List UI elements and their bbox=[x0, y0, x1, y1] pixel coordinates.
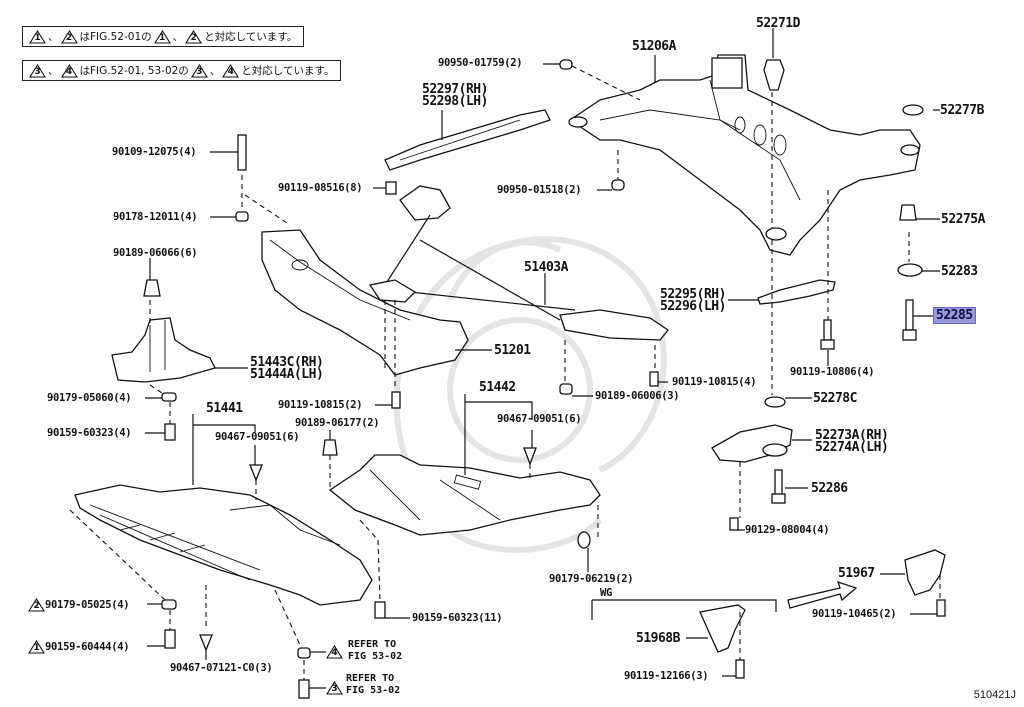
part-label-90950-01759[interactable]: 90950-01759(2) bbox=[438, 57, 523, 69]
callout-triangle-icon: 2 bbox=[185, 29, 203, 44]
bracket-51967[interactable] bbox=[904, 549, 946, 596]
part-label-51403A[interactable]: 51403A bbox=[524, 260, 568, 275]
part-label-51442[interactable]: 51442 bbox=[479, 380, 516, 395]
callout-triangle-icon: 1 bbox=[28, 640, 45, 654]
part-label-52286[interactable]: 52286 bbox=[811, 481, 848, 496]
front-fender-bracket-51443C[interactable] bbox=[111, 317, 216, 383]
part-label-51968B[interactable]: 51968B bbox=[636, 631, 680, 646]
part-label-90109-12075[interactable]: 90109-12075(4) bbox=[112, 146, 197, 158]
bracket-51968B[interactable] bbox=[699, 604, 746, 653]
part-label-90119-12166[interactable]: 90119-12166(3) bbox=[624, 670, 709, 682]
front-crossmember-51201[interactable] bbox=[261, 229, 469, 376]
part-label-52297-52298[interactable]: 52297(RH) 52298(LH) bbox=[422, 82, 488, 109]
part-label-52271D[interactable]: 52271D bbox=[756, 16, 800, 31]
engine-under-cover-51442[interactable] bbox=[328, 454, 601, 536]
part-label-51206A[interactable]: 51206A bbox=[632, 39, 676, 54]
part-label-90189-06006[interactable]: 90189-06006(3) bbox=[595, 390, 680, 402]
part-label-90178-12011[interactable]: 90178-12011(4) bbox=[113, 211, 198, 223]
part-label-90179-06219[interactable]: 90179-06219(2) bbox=[549, 573, 634, 585]
note-callout-1-2: 1 、 2 はFIG.52-01の 1 、 2 と対応しています。 bbox=[22, 26, 305, 47]
rear-brace-52295[interactable] bbox=[757, 279, 836, 305]
part-label-52273A-52274A[interactable]: 52273A(RH) 52274A(LH) bbox=[815, 428, 889, 455]
part-label-90129-08004[interactable]: 90129-08004(4) bbox=[745, 524, 830, 536]
part-label-90467-07121-C0[interactable]: 90467-07121-C0(3) bbox=[170, 662, 273, 674]
callout-triangle-icon: 3 bbox=[29, 63, 46, 78]
part-label-52277B[interactable]: 52277B bbox=[940, 103, 984, 118]
rear-crossmember-51206A[interactable] bbox=[568, 54, 921, 256]
callout-triangle-icon: 4 bbox=[222, 63, 240, 78]
leader-lines bbox=[145, 28, 940, 689]
part-label-90950-01518[interactable]: 90950-01518(2) bbox=[497, 184, 582, 196]
fasteners bbox=[143, 59, 946, 699]
callout-triangle-icon: 2 bbox=[60, 29, 78, 44]
part-label-90179-05060[interactable]: 90179-05060(4) bbox=[47, 392, 132, 404]
part-label-52283[interactable]: 52283 bbox=[941, 264, 978, 279]
part-label-90159-60323-11[interactable]: 90159-60323(11) bbox=[412, 612, 503, 624]
part-label-52275A[interactable]: 52275A bbox=[941, 212, 985, 227]
part-label-90119-08516[interactable]: 90119-08516(8) bbox=[278, 182, 363, 194]
part-label-51443C-51444A[interactable]: 51443C(RH) 51444A(LH) bbox=[250, 355, 324, 382]
front-brace-51403A[interactable] bbox=[368, 185, 669, 341]
part-label-52278C[interactable]: 52278C bbox=[813, 391, 857, 406]
part-label-51201[interactable]: 51201 bbox=[494, 343, 531, 358]
part-label-90119-10815-4[interactable]: 90119-10815(4) bbox=[672, 376, 757, 388]
callout-triangle-icon: 4 bbox=[60, 63, 78, 78]
part-label-51441[interactable]: 51441 bbox=[206, 401, 243, 416]
part-label-90119-10806[interactable]: 90119-10806(4) bbox=[790, 366, 875, 378]
part-label-52285-highlighted[interactable]: 52285 bbox=[933, 307, 976, 324]
callout-triangle-icon: 3 bbox=[190, 63, 208, 78]
engine-under-cover-51441[interactable] bbox=[74, 484, 373, 606]
part-label-90159-60323-4[interactable]: 90159-60323(4) bbox=[47, 427, 132, 439]
part-label-wg-group: WG bbox=[600, 587, 613, 599]
callout-triangle-icon: 1 bbox=[153, 29, 171, 44]
part-label-90119-10815-2[interactable]: 90119-10815(2) bbox=[278, 399, 363, 411]
bracket-52273A[interactable] bbox=[711, 424, 793, 463]
figure-code: 510421J bbox=[973, 689, 1016, 701]
part-label-90189-06066[interactable]: 90189-06066(6) bbox=[113, 247, 198, 259]
rear-brace-52297[interactable] bbox=[384, 109, 551, 171]
part-label-90467-09051-a[interactable]: 90467-09051(6) bbox=[215, 431, 300, 443]
part-label-51967[interactable]: 51967 bbox=[838, 566, 875, 581]
callout-triangle-icon: 2 bbox=[28, 598, 45, 612]
note-callout-3-4: 3 、 4 はFIG.52-01, 53-02の 3 、 4 と対応しています。 bbox=[22, 60, 342, 81]
callout-triangle-icon: 1 bbox=[29, 29, 46, 44]
part-label-90467-09051-b[interactable]: 90467-09051(6) bbox=[497, 413, 582, 425]
part-label-90119-10465[interactable]: 90119-10465(2) bbox=[812, 608, 897, 620]
part-label-52295-52296[interactable]: 52295(RH) 52296(LH) bbox=[660, 287, 726, 314]
part-label-90189-06177[interactable]: 90189-06177(2) bbox=[295, 417, 380, 429]
assembly-lines bbox=[69, 65, 941, 680]
callout-triangle-icon: 3 bbox=[326, 681, 343, 695]
callout-triangle-icon: 4 bbox=[326, 645, 343, 659]
